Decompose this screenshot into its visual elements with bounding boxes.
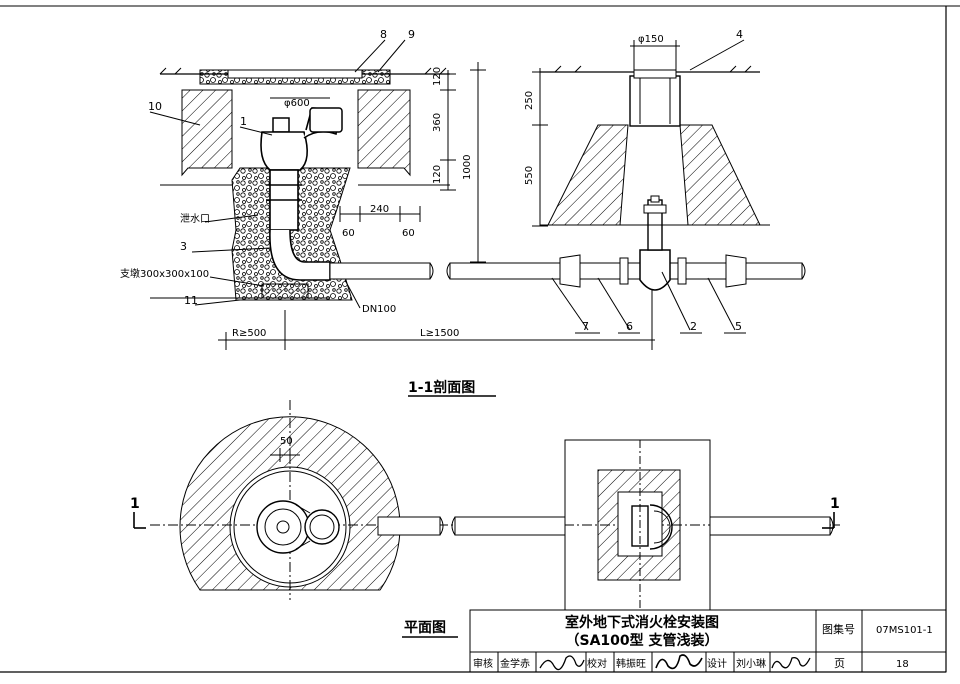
atlas-label: 图集号 — [822, 622, 855, 636]
dim-60-right: 60 — [402, 228, 415, 239]
callout-11: 11 — [184, 294, 198, 307]
label-phi150: φ150 — [638, 34, 664, 45]
review-label: 审核 — [473, 657, 493, 670]
label-l1500: L≥1500 — [420, 328, 459, 339]
callout-7: 7 — [582, 320, 589, 333]
callout-1: 1 — [240, 115, 247, 128]
plan-view — [133, 400, 840, 611]
label-support: 支墩300x300x100 — [120, 267, 209, 280]
callout-2: 2 — [690, 320, 697, 333]
dim-550: 550 — [524, 166, 535, 185]
label-r500: R≥500 — [232, 328, 266, 339]
checker-signature — [655, 654, 703, 670]
plan-dim-50: 50 — [280, 436, 293, 447]
check-label: 校对 — [587, 657, 607, 670]
plan-title: 平面图 — [404, 620, 446, 636]
section-view — [149, 39, 806, 350]
callout-6: 6 — [626, 320, 633, 333]
callout-5: 5 — [735, 320, 742, 333]
label-drain: 泄水口 — [180, 212, 210, 225]
label-dn100: DN100 — [362, 304, 396, 315]
cut-mark-left: 1 — [130, 496, 140, 512]
page-value: 18 — [896, 659, 909, 670]
checker-name: 韩振旺 — [616, 657, 646, 670]
title-line-1: 室外地下式消火栓安装图 — [565, 614, 719, 631]
dim-120-bottom: 120 — [432, 165, 443, 184]
label-phi600: φ600 — [284, 98, 310, 109]
reviewer-signature — [539, 655, 585, 671]
dim-60-left: 60 — [342, 228, 355, 239]
cut-mark-right: 1 — [830, 496, 840, 512]
designer-name: 刘小琳 — [736, 658, 766, 670]
callout-3: 3 — [180, 240, 187, 253]
callout-8: 8 — [380, 28, 387, 41]
callout-10: 10 — [148, 100, 162, 113]
title-block — [469, 609, 947, 673]
dim-250: 250 — [524, 91, 535, 110]
atlas-value: 07MS101-1 — [876, 625, 933, 636]
section-title: 1-1剖面图 — [408, 379, 475, 396]
dim-1000: 1000 — [462, 155, 473, 180]
dim-360: 360 — [432, 113, 443, 132]
design-label: 设计 — [707, 657, 727, 670]
designer-signature — [771, 656, 811, 669]
reviewer-name: 金学赤 — [500, 657, 530, 670]
page-label: 页 — [834, 657, 845, 670]
title-line-2: （SA100型 支管浅装） — [565, 632, 718, 649]
dim-240: 240 — [370, 204, 389, 215]
callout-4: 4 — [736, 28, 743, 41]
callout-9: 9 — [408, 28, 415, 41]
dim-120-top: 120 — [432, 67, 443, 86]
